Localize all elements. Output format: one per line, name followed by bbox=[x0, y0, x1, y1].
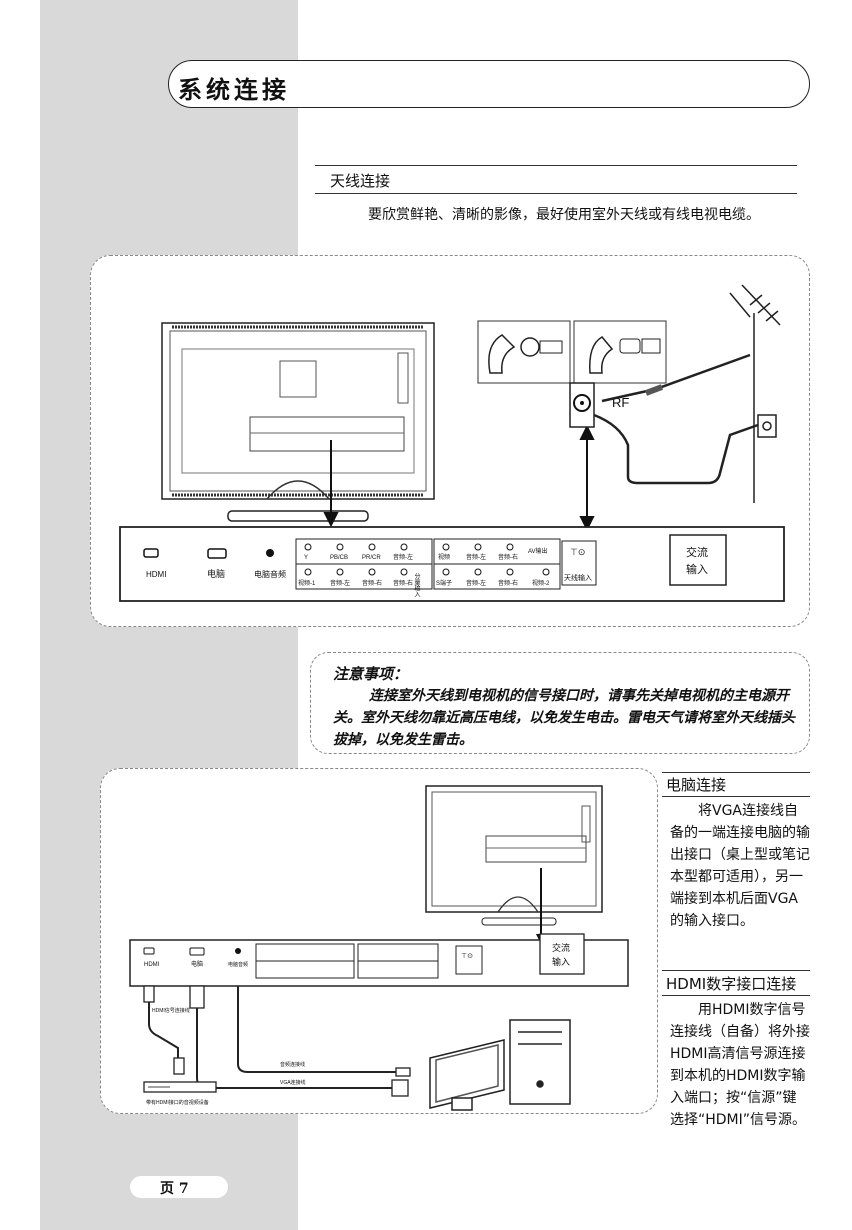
antenna-jack-glyph: ⊤⊙ bbox=[570, 547, 585, 557]
pc-heading-rule-top bbox=[662, 772, 810, 773]
connector-panel: HDMI 电脑 电脑音频 Y PB/CB PR/CR 音频-左 视频-1 音频-… bbox=[119, 526, 785, 602]
vga-cable-label: VGA连接线 bbox=[280, 1079, 306, 1086]
notice-body: 连接室外天线到电视机的信号接口时，请事先关掉电视机的主电源开关。室外天线勿靠近高… bbox=[333, 688, 795, 748]
title-frame bbox=[168, 60, 810, 108]
port-pb: PB/CB bbox=[330, 555, 348, 561]
port-av-audio-r-2: 音频-右 bbox=[498, 579, 518, 587]
antenna-intro: 要欣赏鲜艳、清晰的影像，最好使用室外天线或有线电视电缆。 bbox=[368, 207, 760, 223]
ac-in-label-2: 输入 bbox=[686, 562, 708, 576]
port-pc: 电脑 bbox=[207, 568, 225, 579]
port-video: 视频 bbox=[438, 553, 450, 561]
small-port-hdmi: HDMI bbox=[144, 962, 160, 968]
port-video2: 视频-2 bbox=[532, 579, 550, 587]
port-av-audio-l-2: 音频-左 bbox=[466, 579, 486, 587]
port-av-audio-r: 音频-右 bbox=[498, 553, 518, 561]
pc-heading-rule-bottom bbox=[662, 796, 810, 797]
small-port-pc: 电脑 bbox=[191, 960, 203, 968]
pc-heading: 电脑连接 bbox=[666, 776, 727, 794]
dvd-player-illustration bbox=[143, 1081, 217, 1093]
port-svideo: S端子 bbox=[436, 579, 452, 587]
small-ac-in-1: 交流 bbox=[552, 942, 570, 953]
port-audio-l-2: 音频-左 bbox=[330, 579, 350, 587]
port-audio-r: 音频-右 bbox=[362, 579, 382, 587]
notice-title: 注意事项： bbox=[333, 665, 409, 683]
port-hdmi: HDMI bbox=[146, 570, 166, 579]
av-jacks bbox=[442, 543, 550, 576]
page-title: 系统连接 bbox=[178, 75, 290, 104]
audio-cable-label: 音频连接线 bbox=[280, 1061, 305, 1068]
wall-outlet-cable bbox=[593, 413, 777, 485]
component-in-label: 分量输入 bbox=[413, 572, 420, 597]
pc-diagram: HDMI 电脑 电脑音频 ⊤⊙ 交流 输入 HDMI信号连接线 音频连接线 VG… bbox=[129, 785, 629, 1111]
port-audio-l: 音频-左 bbox=[393, 553, 413, 561]
vga-port-icon bbox=[207, 548, 227, 559]
port-pr: PR/CR bbox=[362, 555, 381, 561]
port-antenna-in: 天线输入 bbox=[564, 573, 592, 582]
port-av-audio-l: 音频-左 bbox=[466, 553, 486, 561]
heading-rule-top bbox=[315, 165, 797, 166]
small-port-pc-audio: 电脑音频 bbox=[228, 961, 248, 968]
port-audio-r-2: 音频-右 bbox=[393, 579, 413, 587]
small-ac-in-2: 输入 bbox=[552, 956, 570, 967]
port-video1: 视频-1 bbox=[298, 579, 316, 587]
tv-back-small bbox=[425, 785, 603, 926]
notice-box: 注意事项： 连接室外天线到电视机的信号接口时，请事先关掉电视机的主电源开关。室外… bbox=[310, 652, 810, 754]
hdmi-body: 用HDMI数字信号连接线（自备）将外接HDMI高清信号源连接到本机的HDMI数字… bbox=[670, 1002, 810, 1128]
hdmi-heading-rule-bottom bbox=[662, 995, 810, 996]
device-label: 带有HDMI接口的音视频设备 bbox=[146, 1099, 209, 1106]
ac-in-label-1: 交流 bbox=[686, 545, 708, 559]
page-number: 页 7 bbox=[160, 1181, 189, 1197]
connector-panel-small: HDMI 电脑 电脑音频 ⊤⊙ 交流 输入 bbox=[129, 933, 629, 987]
plug-inset-left bbox=[477, 320, 571, 384]
component-jacks bbox=[304, 543, 408, 576]
hdmi-heading-rule-top bbox=[662, 970, 810, 971]
hdmi-cable-label: HDMI信号连接线 bbox=[152, 1007, 190, 1014]
heading-rule-bottom bbox=[315, 193, 797, 194]
antenna-diagram: RF HDMI 电脑 电脑音频 Y PB/CB PR/CR 音频-左 视频- bbox=[119, 284, 785, 602]
page-number-pill bbox=[130, 1176, 228, 1198]
rf-jack bbox=[569, 382, 595, 428]
hdmi-heading: HDMI数字接口连接 bbox=[666, 975, 797, 993]
plug-inset-right bbox=[573, 320, 667, 384]
small-antenna-glyph: ⊤⊙ bbox=[461, 953, 473, 960]
computer-illustration bbox=[429, 1019, 571, 1111]
connection-arrows bbox=[323, 424, 595, 532]
tv-back-illustration bbox=[161, 322, 435, 522]
cables bbox=[143, 985, 411, 1097]
pc-body: 将VGA连接线自备的一端连接电脑的输出接口（桌上型或笔记本型都可适用），另一端接… bbox=[670, 803, 810, 929]
antenna-heading: 天线连接 bbox=[330, 172, 391, 190]
pc-audio-jack-icon bbox=[266, 549, 274, 557]
outdoor-antenna bbox=[601, 284, 781, 503]
port-pc-audio: 电脑音频 bbox=[254, 569, 286, 579]
hdmi-port-icon bbox=[143, 548, 159, 558]
port-av-out: AV输出 bbox=[528, 547, 548, 555]
port-y: Y bbox=[304, 555, 308, 561]
